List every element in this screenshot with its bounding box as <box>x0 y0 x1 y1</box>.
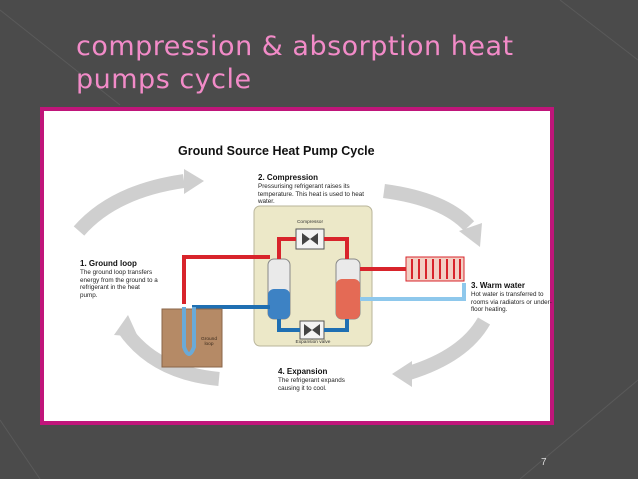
ground-loop-label: Ground loop <box>201 337 217 347</box>
radiator <box>405 256 465 282</box>
heat-pump-diagram <box>73 169 491 387</box>
expansion-valve-label: Expansion valve <box>295 340 331 345</box>
page-number: 7 <box>541 457 547 468</box>
step-warm-water-text: Hot water is transferred to rooms via ra… <box>471 291 552 314</box>
step-warm-water-heading: 3. Warm water <box>471 281 525 290</box>
step-compression-heading: 2. Compression <box>258 173 319 182</box>
step-expansion-heading: 4. Expansion <box>278 367 328 376</box>
return-water-pipe <box>360 283 466 301</box>
hot-pipes <box>182 237 406 304</box>
cycle-arrows <box>73 174 491 386</box>
cycle-arrow-top-left <box>73 174 185 236</box>
step-expansion: 4. Expansion The refrigerant expands cau… <box>278 367 368 392</box>
compressor-label: Compressor <box>296 220 324 225</box>
diagram-title: Ground Source Heat Pump Cycle <box>178 144 375 158</box>
step-expansion-text: The refrigerant expands causing it to co… <box>278 377 345 392</box>
diagram-panel: Ground Source Heat Pump Cycle 2. Compres… <box>40 107 554 425</box>
step-ground-loop: 1. Ground loop The ground loop transfers… <box>80 259 158 299</box>
cycle-arrow-top-right <box>383 184 475 231</box>
step-compression-text: Pressurising refrigerant raises its temp… <box>258 183 364 206</box>
step-warm-water: 3. Warm water Hot water is transferred t… <box>471 281 553 314</box>
step-ground-loop-heading: 1. Ground loop <box>80 259 137 268</box>
ground-loop-pipe <box>182 307 196 356</box>
step-ground-loop-text: The ground loop transfers energy from th… <box>80 269 158 299</box>
step-compression: 2. Compression Pressurising refrigerant … <box>258 173 368 206</box>
cycle-arrow-bottom-right <box>406 317 491 380</box>
slide-title: compression & absorption heat pumps cycl… <box>76 31 514 95</box>
cycle-arrowheads <box>114 169 482 387</box>
